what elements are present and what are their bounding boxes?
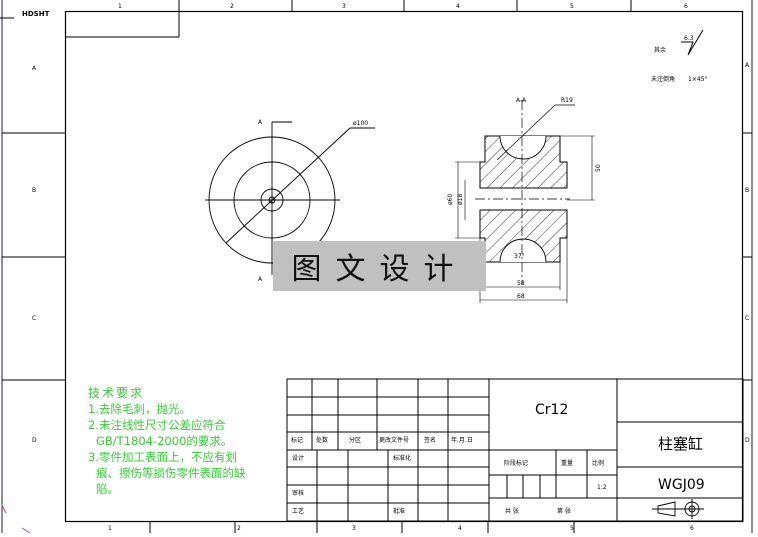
part-name: 柱塞缸 xyxy=(658,435,703,453)
arc-label: 37° xyxy=(514,253,525,260)
bore-dia-label: ø18 xyxy=(457,194,464,205)
svg-text:签名: 签名 xyxy=(424,436,436,444)
tech-note-item: 3.零件加工表面上，不应有划 xyxy=(88,450,237,464)
svg-text:D: D xyxy=(745,437,750,444)
svg-text:1: 1 xyxy=(108,525,112,532)
svg-text:6.3: 6.3 xyxy=(684,35,694,42)
svg-text:批准: 批准 xyxy=(393,507,405,515)
section-mark-bottom: A xyxy=(258,276,263,283)
zone-labels: 1 2 3 4 5 6 A B C D A B C D 1 2 3 4 5 6 … xyxy=(22,3,750,532)
material-label: Cr12 xyxy=(535,402,568,418)
projection-symbol-icon xyxy=(652,499,704,519)
svg-text:3: 3 xyxy=(352,525,356,532)
diameter-label: ø100 xyxy=(353,120,368,127)
svg-text:4: 4 xyxy=(458,525,462,532)
svg-text:4: 4 xyxy=(456,3,460,10)
svg-text:B: B xyxy=(745,187,749,194)
outer-width-dim: 68 xyxy=(517,293,525,300)
svg-text:HDSHT: HDSHT xyxy=(22,10,50,18)
svg-text:比例: 比例 xyxy=(592,459,604,467)
svg-text:D: D xyxy=(32,437,37,444)
svg-text:3: 3 xyxy=(342,3,346,10)
outer-dia-label: ø60 xyxy=(447,194,454,205)
svg-text:C: C xyxy=(745,315,749,322)
svg-text:2: 2 xyxy=(230,3,234,10)
section-title: A-A xyxy=(516,97,527,104)
svg-text:B: B xyxy=(32,187,36,194)
svg-text:阶段标记: 阶段标记 xyxy=(504,459,528,467)
title-block-text: 标记 处数 分区 更改文件号 签名 年.月.日 设计 标准化 审核 工艺 批准 … xyxy=(291,402,705,515)
svg-text:设计: 设计 xyxy=(292,454,304,462)
svg-text:处数: 处数 xyxy=(316,436,328,444)
front-view xyxy=(205,121,375,275)
drawing-number: WGJ09 xyxy=(658,477,705,493)
svg-text:2: 2 xyxy=(237,525,241,532)
svg-text:1×45°: 1×45° xyxy=(688,76,707,83)
svg-text:其余: 其余 xyxy=(654,46,666,54)
roughness-note: 其余 6.3 未注倒角 1×45° xyxy=(651,29,707,83)
svg-text:1:2: 1:2 xyxy=(597,484,607,491)
svg-text:A: A xyxy=(32,65,37,72)
tech-note-item: 陷。 xyxy=(96,482,119,496)
technical-requirements: 技术要求 1.去除毛刺，抛光。 2.未注线性尺寸公差应符合 GB/T1804-2… xyxy=(88,385,288,497)
height-dim: 50 xyxy=(595,164,602,172)
radius-label: R19 xyxy=(561,97,573,104)
svg-text:标记: 标记 xyxy=(291,436,303,444)
svg-text:审核: 审核 xyxy=(292,489,304,497)
title-block-grid xyxy=(286,378,744,522)
svg-text:1: 1 xyxy=(118,3,122,10)
tech-notes-title: 技术要求 xyxy=(88,386,145,400)
svg-text:C: C xyxy=(32,315,36,322)
svg-text:5: 5 xyxy=(570,525,574,532)
svg-text:更改文件号: 更改文件号 xyxy=(379,436,409,444)
svg-text:标准化: 标准化 xyxy=(393,454,411,462)
svg-text:年.月.日: 年.月.日 xyxy=(451,436,473,444)
tech-note-item: 1.去除毛刺，抛光。 xyxy=(88,402,191,416)
tech-note-item: GB/T1804-2000的要求。 xyxy=(96,434,233,448)
svg-text:未注倒角: 未注倒角 xyxy=(651,75,675,83)
inner-width-dim: 58 xyxy=(517,280,525,287)
tech-note-item: 痕、擦伤等损伤零件表面的缺 xyxy=(96,466,246,480)
svg-text:6: 6 xyxy=(690,525,694,532)
svg-text:重量: 重量 xyxy=(561,459,573,467)
section-mark-top: A xyxy=(258,119,263,126)
svg-text:第 张: 第 张 xyxy=(557,507,571,515)
svg-text:5: 5 xyxy=(570,3,574,10)
svg-text:6: 6 xyxy=(684,3,688,10)
svg-text:共 张: 共 张 xyxy=(505,507,519,515)
svg-text:分区: 分区 xyxy=(349,436,361,444)
svg-text:A: A xyxy=(745,62,750,69)
section-view xyxy=(455,100,595,303)
tech-note-item: 2.未注线性尺寸公差应符合 xyxy=(88,418,226,432)
watermark-banner: 图文设计 xyxy=(273,241,486,291)
svg-text:工艺: 工艺 xyxy=(292,507,304,515)
